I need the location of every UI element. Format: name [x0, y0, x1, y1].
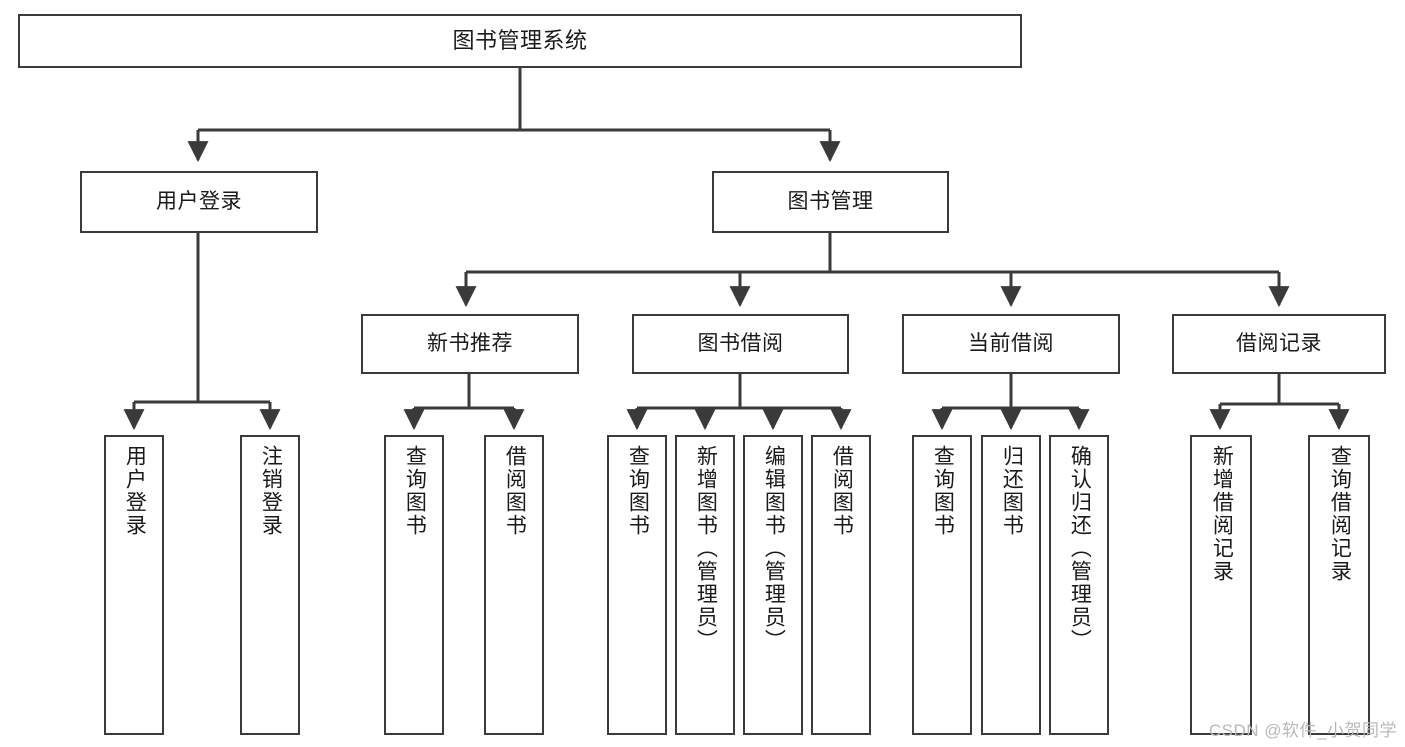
leaf-current-borrow-return[interactable]: 归还图书	[981, 435, 1041, 735]
leaf-new-book-query[interactable]: 查询图书	[384, 435, 444, 735]
leaf-current-borrow-return-label: 归还图书	[1000, 445, 1024, 537]
node-borrow-record[interactable]: 借阅记录	[1172, 314, 1386, 374]
leaf-book-borrow-add-label: 新增图书（管理员）	[694, 445, 718, 652]
leaf-user-login-logout-label: 注销登录	[259, 445, 283, 537]
leaf-borrow-record-query-label: 查询借阅记录	[1328, 445, 1352, 583]
leaf-current-borrow-confirm[interactable]: 确认归还（管理员）	[1049, 435, 1109, 735]
node-book-management[interactable]: 图书管理	[712, 171, 949, 233]
leaf-user-login-logout[interactable]: 注销登录	[240, 435, 300, 735]
node-user-login[interactable]: 用户登录	[80, 171, 318, 233]
node-book-management-label: 图书管理	[787, 189, 874, 213]
leaf-user-login-login[interactable]: 用户登录	[104, 435, 164, 735]
node-current-borrow-label: 当前借阅	[968, 331, 1054, 355]
node-book-borrow[interactable]: 图书借阅	[632, 314, 849, 374]
node-new-book-recommend[interactable]: 新书推荐	[361, 314, 579, 374]
leaf-book-borrow-edit-label: 编辑图书（管理员）	[762, 445, 786, 652]
node-borrow-record-label: 借阅记录	[1236, 331, 1322, 355]
leaf-new-book-query-label: 查询图书	[403, 445, 427, 537]
node-current-borrow[interactable]: 当前借阅	[902, 314, 1120, 374]
leaf-book-borrow-query-label: 查询图书	[626, 445, 650, 537]
leaf-borrow-record-query[interactable]: 查询借阅记录	[1308, 435, 1370, 735]
leaf-book-borrow-borrow[interactable]: 借阅图书	[811, 435, 871, 735]
leaf-new-book-borrow[interactable]: 借阅图书	[484, 435, 544, 735]
node-book-borrow-label: 图书借阅	[697, 331, 784, 355]
leaf-book-borrow-edit[interactable]: 编辑图书（管理员）	[743, 435, 803, 735]
node-new-book-recommend-label: 新书推荐	[427, 331, 513, 355]
leaf-current-borrow-query-label: 查询图书	[931, 445, 955, 537]
leaf-current-borrow-confirm-label: 确认归还（管理员）	[1068, 445, 1092, 652]
watermark: CSDN @软件_小贺同学	[1208, 721, 1397, 740]
leaf-book-borrow-query[interactable]: 查询图书	[607, 435, 667, 735]
node-root[interactable]: 图书管理系统	[18, 14, 1022, 68]
node-user-login-label: 用户登录	[156, 189, 242, 213]
leaf-new-book-borrow-label: 借阅图书	[503, 445, 527, 537]
leaf-borrow-record-add[interactable]: 新增借阅记录	[1190, 435, 1252, 735]
leaf-book-borrow-borrow-label: 借阅图书	[830, 445, 854, 537]
node-root-label: 图书管理系统	[452, 28, 588, 54]
leaf-current-borrow-query[interactable]: 查询图书	[912, 435, 972, 735]
leaf-borrow-record-add-label: 新增借阅记录	[1210, 445, 1234, 583]
leaf-book-borrow-add[interactable]: 新增图书（管理员）	[675, 435, 735, 735]
leaf-user-login-login-label: 用户登录	[123, 445, 147, 537]
